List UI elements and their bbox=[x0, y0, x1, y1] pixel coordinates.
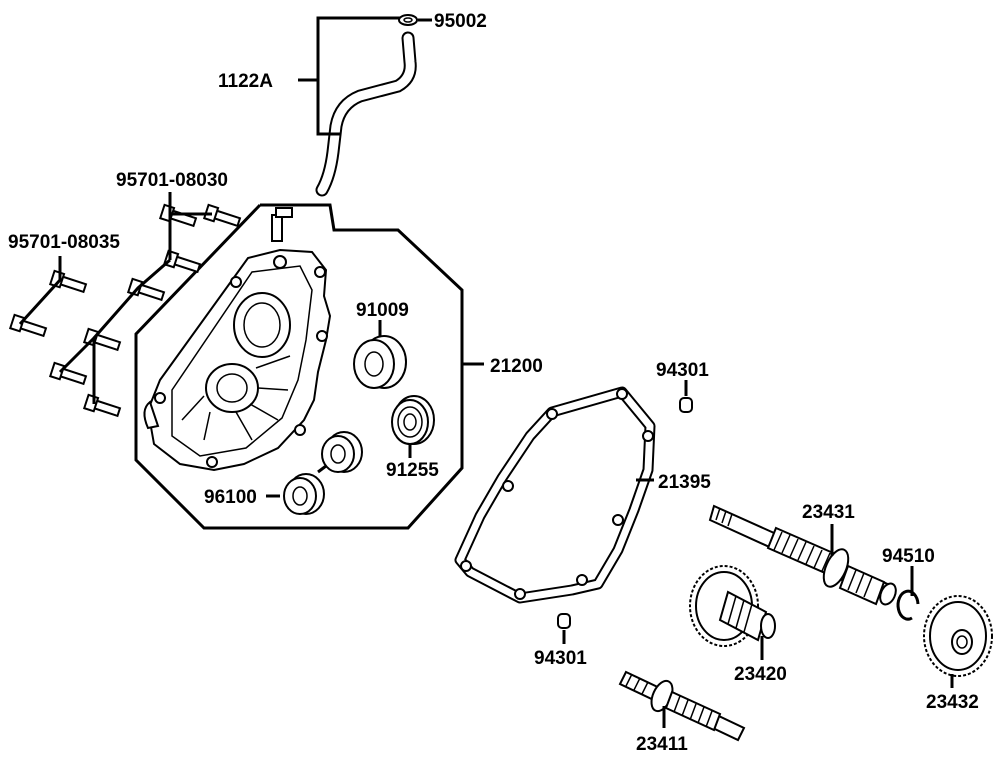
dowel-pin-bottom bbox=[557, 613, 571, 629]
oil-seal-96100-a bbox=[321, 431, 363, 473]
label-23411: 23411 bbox=[636, 734, 688, 755]
transmission-cover bbox=[143, 248, 332, 472]
leader-96100 bbox=[266, 464, 327, 498]
label-1122A: 1122A bbox=[218, 71, 273, 92]
gear-23432 bbox=[923, 595, 993, 677]
oil-seal-91009 bbox=[353, 335, 407, 389]
label-95701-08035: 95701-08035 bbox=[8, 232, 120, 253]
gear-23420 bbox=[689, 565, 776, 647]
cover-fitting bbox=[271, 207, 293, 242]
label-23431: 23431 bbox=[802, 502, 855, 523]
oil-seal-96100-b bbox=[283, 473, 325, 515]
leader-95701-08035 bbox=[18, 256, 62, 326]
label-91255: 91255 bbox=[386, 460, 439, 481]
circlip-94510 bbox=[896, 589, 920, 621]
bearing-91255 bbox=[391, 395, 435, 445]
label-23432: 23432 bbox=[926, 692, 979, 713]
label-23420: 23420 bbox=[734, 664, 787, 685]
label-21395: 21395 bbox=[658, 472, 711, 493]
breather-hose bbox=[315, 14, 418, 197]
dowel-pin-top bbox=[679, 397, 693, 413]
gasket-21395 bbox=[454, 386, 656, 604]
shaft-23411 bbox=[618, 670, 746, 742]
label-96100: 96100 bbox=[204, 487, 257, 508]
label-91009: 91009 bbox=[356, 300, 409, 321]
label-95002: 95002 bbox=[434, 11, 487, 32]
label-94301-bottom: 94301 bbox=[534, 648, 587, 669]
shaft-23431 bbox=[708, 504, 897, 606]
label-94301-top: 94301 bbox=[656, 360, 709, 381]
label-21200: 21200 bbox=[490, 356, 543, 377]
label-95701-08030: 95701-08030 bbox=[116, 170, 228, 191]
label-94510: 94510 bbox=[882, 546, 935, 567]
leader-1122A bbox=[298, 16, 400, 136]
leader-21200 bbox=[134, 203, 484, 530]
leader-95701-08030 bbox=[58, 192, 212, 404]
